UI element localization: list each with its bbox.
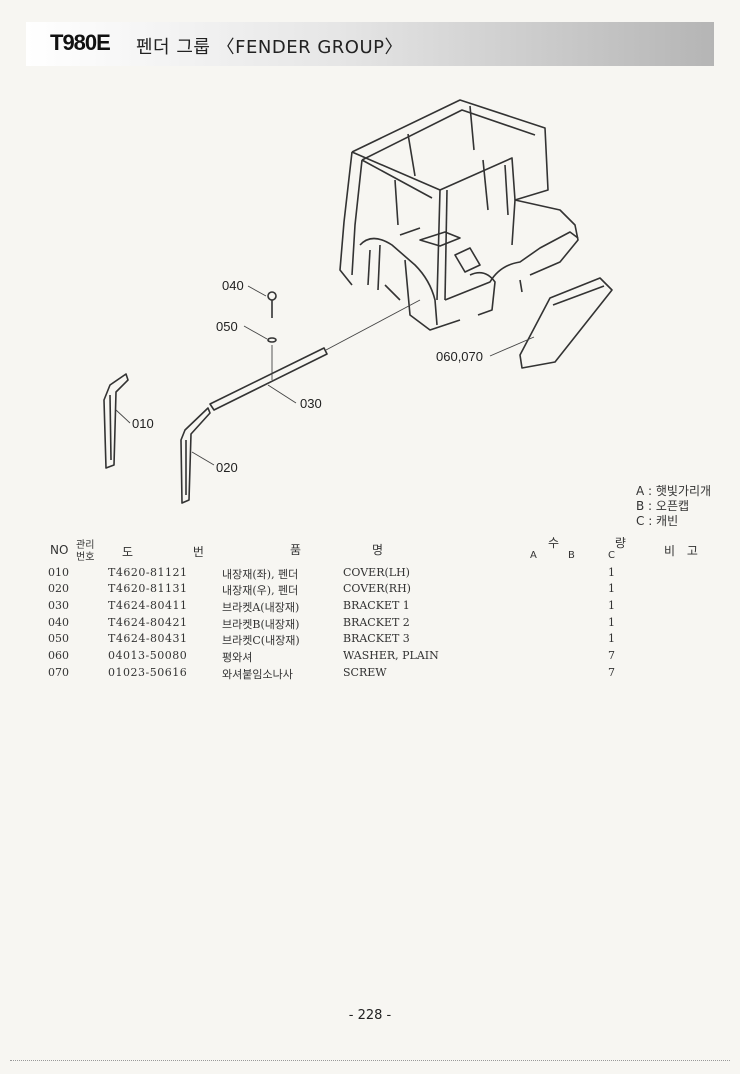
legend-b: B : 오픈캡 [636, 499, 690, 513]
callout-060-070: 060,070 [436, 349, 483, 364]
callout-030: 030 [300, 396, 322, 411]
table-row: 010 T4620-81121 내장재(좌), 펜더 COVER(LH) 1 [48, 566, 615, 581]
col-name-kr: 품 [290, 543, 302, 557]
legend-a: A : 햇빛가리개 [636, 484, 712, 498]
table-row: 070 01023-50616 와셔붙임소나사 SCREW 7 [48, 666, 615, 681]
callout-040: 040 [222, 278, 244, 293]
callout-050: 050 [216, 319, 238, 334]
page-title: 펜더 그룹 〈FENDER GROUP〉 [136, 37, 403, 58]
table-row: 040 T4624-80421 브라켓B(내장재) BRACKET 2 1 [48, 616, 615, 631]
col-remarks: 비 고 [664, 544, 702, 558]
col-drawing: 도 번 [122, 545, 232, 559]
table-row: 050 T4624-80431 브라켓C(내장재) BRACKET 3 1 [48, 632, 615, 647]
col-mgmt-1: 관리 [76, 540, 95, 551]
page-header: T980E 펜더 그룹 〈FENDER GROUP〉 [26, 22, 714, 66]
table-row: 020 T4620-81131 내장재(우), 펜더 COVER(RH) 1 [48, 582, 615, 597]
sunshade-panel [519, 277, 613, 369]
callout-010: 010 [132, 416, 154, 431]
table-row: 030 T4624-80411 브라켓A(내장재) BRACKET 1 1 [48, 599, 615, 614]
col-qty-b: B [568, 550, 575, 561]
callout-020: 020 [216, 460, 238, 475]
col-no: NO [50, 543, 69, 557]
left-cover-part [103, 373, 129, 469]
model-name: T980E [50, 30, 111, 55]
col-qty-c: C [608, 550, 615, 561]
col-qty-a: A [530, 550, 537, 561]
page-number: - 228 - [348, 1008, 392, 1023]
footer-divider [10, 1060, 730, 1061]
legend-c: C : 캐빈 [636, 514, 679, 528]
col-mgmt-2: 번호 [76, 552, 95, 563]
col-qty: 수 량 [548, 536, 652, 550]
col-name-en: 명 [372, 543, 384, 557]
table-row: 060 04013-50080 평와셔 WASHER, PLAIN 7 [48, 649, 615, 664]
right-cover-part [180, 407, 211, 504]
bracket-strip [209, 347, 328, 411]
cabin-frame [339, 99, 579, 331]
